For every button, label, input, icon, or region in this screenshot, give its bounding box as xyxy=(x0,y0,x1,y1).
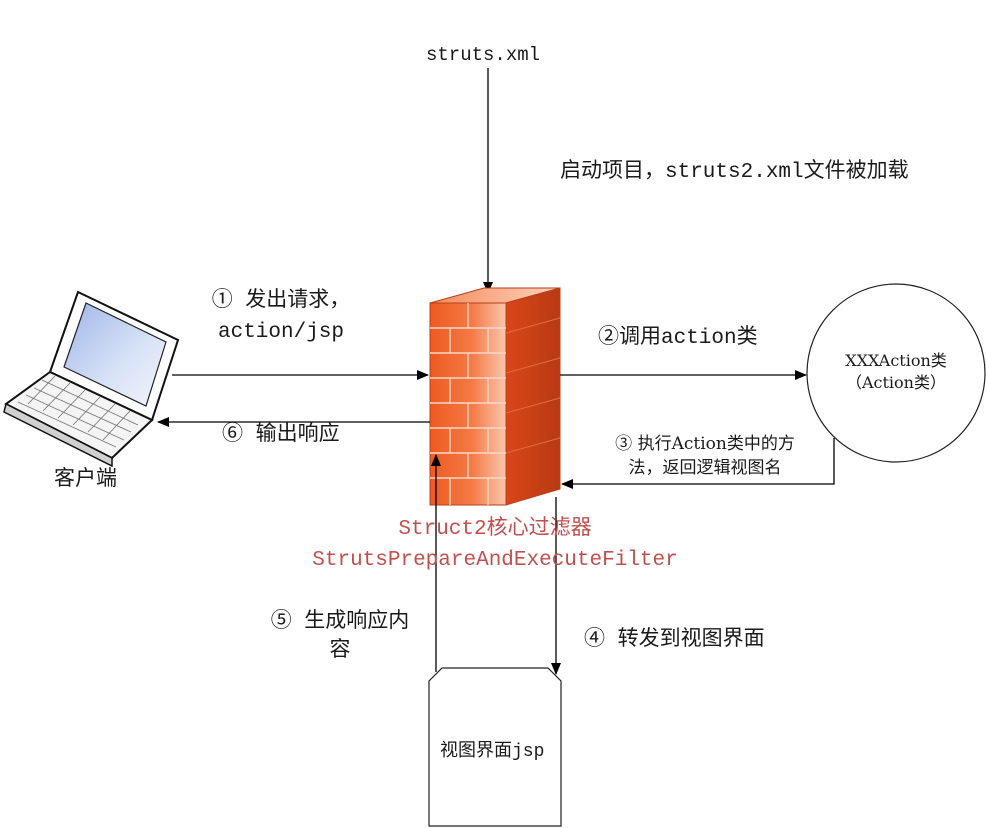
action-class-label: XXXAction类 （Action类） xyxy=(816,350,976,394)
step3-label: ③ 执行Action类中的方 法，返回逻辑视图名 xyxy=(580,432,830,480)
view-jsp-label: 视图界面jsp xyxy=(440,742,545,762)
core-filter-firewall-icon xyxy=(429,287,561,506)
step2-label: ②调用action类 xyxy=(598,327,758,350)
step3-line2: 法，返回逻辑视图名 xyxy=(628,458,782,478)
view-jsp-node xyxy=(428,667,562,827)
struts-xml-label: struts.xml xyxy=(426,44,541,66)
step1-line1: ① 发出请求， xyxy=(211,290,351,313)
action-line1: XXXAction类 xyxy=(845,351,947,370)
client-laptop-icon xyxy=(3,290,180,468)
step3-line1: ③ 执行Action类中的方 xyxy=(615,434,795,454)
step5-label: ⑤ 生成响应内 容 xyxy=(250,608,430,666)
load-note: 启动项目，struts2.xml文件被加载 xyxy=(560,161,909,184)
client-label: 客户端 xyxy=(54,469,117,492)
step5-line1: ⑤ 生成响应内 xyxy=(270,611,410,634)
return-view-name-arrow xyxy=(561,438,835,489)
step1-line2: action/jsp xyxy=(217,321,345,344)
step4-label: ④ 转发到视图界面 xyxy=(584,629,765,652)
core-filter-label: Struct2核心过滤器 StrutsPrepareAndExecuteFilt… xyxy=(300,514,690,576)
action-class-node xyxy=(806,283,986,463)
filter-line1: Struct2核心过滤器 xyxy=(398,518,592,541)
step5-line2: 容 xyxy=(329,640,351,663)
action-line2: （Action类） xyxy=(845,373,946,392)
filter-line2: StrutsPrepareAndExecuteFilter xyxy=(312,549,678,572)
step6-label: ⑥ 输出响应 xyxy=(222,424,340,447)
step1-label: ① 发出请求， action/jsp xyxy=(196,286,366,348)
